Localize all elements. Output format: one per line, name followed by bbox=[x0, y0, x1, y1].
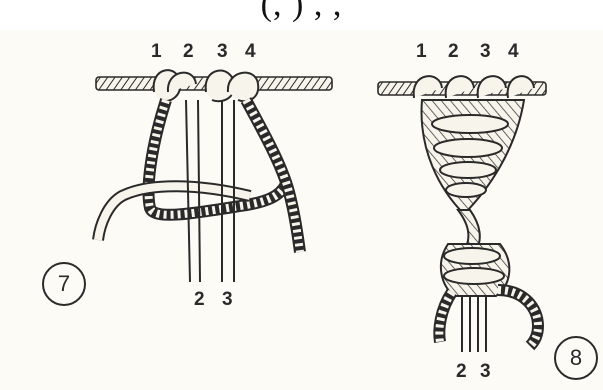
fig8-bottom-label-3: 3 bbox=[480, 362, 491, 381]
fig7-bottom-label-2: 2 bbox=[194, 290, 205, 309]
fig7-top-label-1: 1 bbox=[151, 42, 162, 61]
fig8-top-label-4: 4 bbox=[508, 42, 519, 61]
cord-1-fig7 bbox=[149, 100, 286, 215]
figure-7-number: 7 bbox=[58, 271, 70, 297]
fig8-top-label-2: 2 bbox=[448, 42, 459, 61]
fig7-top-label-2: 2 bbox=[183, 42, 194, 61]
figure-8-number-badge: 8 bbox=[554, 336, 598, 380]
mounting-loops-7 bbox=[154, 70, 259, 101]
figure-8-number: 8 bbox=[570, 345, 582, 371]
fig8-top-label-1: 1 bbox=[416, 42, 427, 61]
fig7-top-label-4: 4 bbox=[245, 42, 256, 61]
figure-7-number-badge: 7 bbox=[42, 262, 86, 306]
fig7-bottom-label-3: 3 bbox=[222, 290, 233, 309]
filler-cords-fig8 bbox=[462, 296, 486, 352]
fig7-top-label-3: 3 bbox=[217, 42, 228, 61]
figure-7 bbox=[96, 70, 332, 282]
figure-8 bbox=[378, 76, 546, 352]
fig8-bottom-label-2: 2 bbox=[456, 362, 467, 381]
fig8-top-label-3: 3 bbox=[480, 42, 491, 61]
